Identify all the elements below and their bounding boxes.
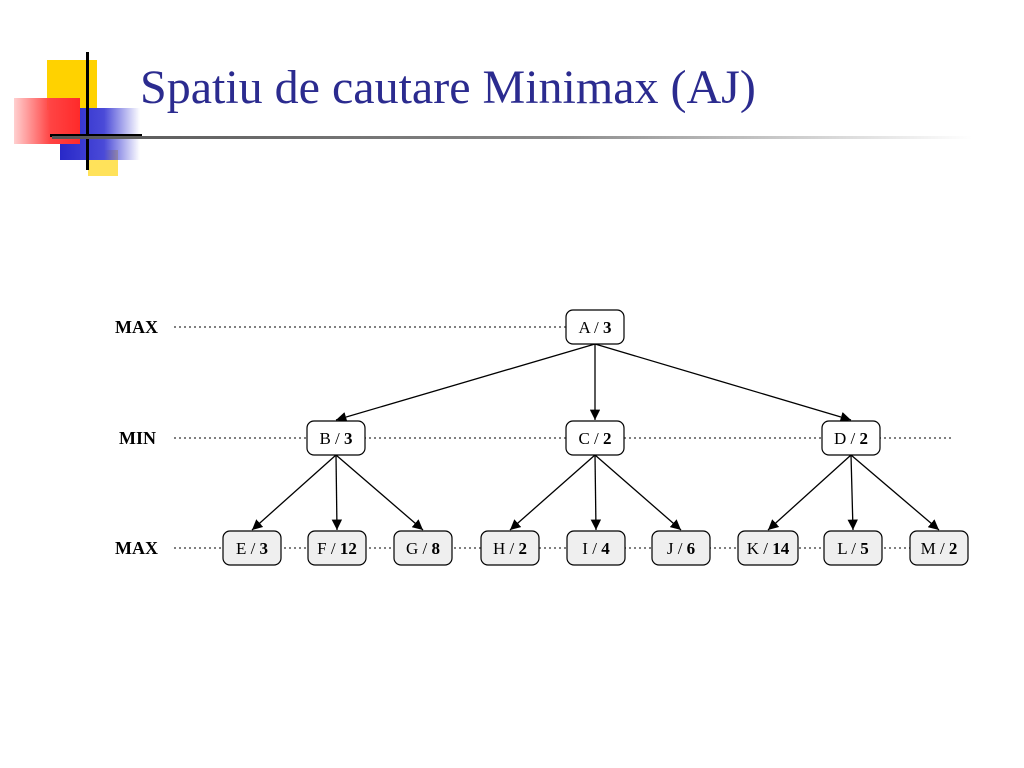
slide-title: Spatiu de cautare Minimax (AJ) xyxy=(140,61,756,114)
node-box xyxy=(565,420,625,456)
node-name: F / xyxy=(317,539,340,558)
node-value: 14 xyxy=(772,539,790,558)
node-value: 8 xyxy=(432,539,441,558)
node-name: D / xyxy=(834,429,860,448)
node-name: B / xyxy=(319,429,344,448)
node-box xyxy=(393,530,453,566)
edge-B-G xyxy=(335,454,424,531)
node-value: 5 xyxy=(860,539,869,558)
node-label: E / 3 xyxy=(236,539,268,558)
tree-node-a: A / 3 xyxy=(565,309,625,345)
node-box xyxy=(306,420,366,456)
decor-vertical-line xyxy=(86,52,89,170)
node-label: J / 6 xyxy=(667,539,695,558)
title-underline xyxy=(52,136,972,139)
edge-D-L xyxy=(847,454,858,531)
node-box xyxy=(909,530,969,566)
node-label: G / 8 xyxy=(406,539,440,558)
node-name: C / xyxy=(578,429,603,448)
node-value: 6 xyxy=(687,539,696,558)
node-label: A / 3 xyxy=(578,318,611,337)
node-name: A / xyxy=(578,318,603,337)
node-name: E / xyxy=(236,539,260,558)
node-value: 4 xyxy=(601,539,610,558)
node-name: K / xyxy=(747,539,773,558)
node-name: I / xyxy=(582,539,601,558)
tree-node-j: J / 6 xyxy=(651,530,711,566)
node-label: C / 2 xyxy=(578,429,611,448)
level-label-max-0: MAX xyxy=(115,317,158,337)
tree-node-e: E / 3 xyxy=(222,530,282,566)
node-name: H / xyxy=(493,539,519,558)
tree-node-m: M / 2 xyxy=(909,530,969,566)
tree-node-l: L / 5 xyxy=(823,530,883,566)
node-value: 2 xyxy=(949,539,958,558)
tree-node-k: K / 14 xyxy=(737,530,799,566)
edge-C-H xyxy=(509,454,596,531)
tree-node-b: B / 3 xyxy=(306,420,366,456)
node-name: G / xyxy=(406,539,432,558)
node-value: 3 xyxy=(603,318,612,337)
edge-B-F xyxy=(331,454,343,531)
decor-horizontal-line xyxy=(50,134,142,137)
node-value: 3 xyxy=(260,539,269,558)
node-name: J / xyxy=(667,539,687,558)
node-box xyxy=(565,309,625,345)
edge-D-K xyxy=(767,454,852,531)
level-label-min-1: MIN xyxy=(119,428,156,448)
node-name: L / xyxy=(837,539,860,558)
node-box xyxy=(823,530,883,566)
tree-node-c: C / 2 xyxy=(565,420,625,456)
edge-C-I xyxy=(590,454,602,531)
edge-A-B xyxy=(335,343,596,423)
node-label: M / 2 xyxy=(921,539,958,558)
node-box xyxy=(566,530,626,566)
tree-node-d: D / 2 xyxy=(821,420,881,456)
tree-node-h: H / 2 xyxy=(480,530,540,566)
node-value: 3 xyxy=(344,429,353,448)
node-name: M / xyxy=(921,539,949,558)
edge-D-M xyxy=(850,454,940,531)
node-label: H / 2 xyxy=(493,539,527,558)
tree-node-i: I / 4 xyxy=(566,530,626,566)
node-box xyxy=(480,530,540,566)
tree-node-f: F / 12 xyxy=(307,530,367,566)
node-label: I / 4 xyxy=(582,539,610,558)
tree-node-g: G / 8 xyxy=(393,530,453,566)
node-label: B / 3 xyxy=(319,429,352,448)
level-label-max-2: MAX xyxy=(115,538,158,558)
node-label: D / 2 xyxy=(834,429,868,448)
edge-C-J xyxy=(594,454,682,531)
node-value: 2 xyxy=(603,429,612,448)
node-value: 12 xyxy=(340,539,357,558)
node-box xyxy=(307,530,367,566)
node-box xyxy=(737,530,799,566)
edge-B-E xyxy=(251,454,337,531)
node-label: L / 5 xyxy=(837,539,868,558)
node-box xyxy=(222,530,282,566)
node-box xyxy=(651,530,711,566)
node-label: F / 12 xyxy=(317,539,357,558)
node-box xyxy=(821,420,881,456)
edge-A-D xyxy=(594,343,852,423)
node-label: K / 14 xyxy=(747,539,790,558)
node-value: 2 xyxy=(860,429,869,448)
node-value: 2 xyxy=(519,539,528,558)
